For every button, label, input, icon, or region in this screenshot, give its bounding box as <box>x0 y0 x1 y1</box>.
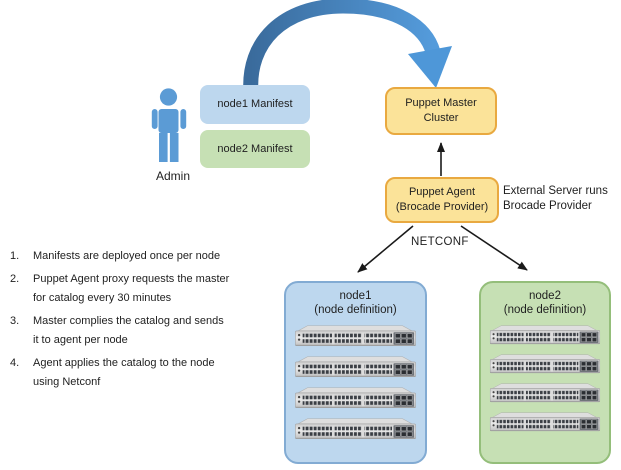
note-number: 4. <box>10 357 20 369</box>
node2-switch-stack <box>488 325 602 433</box>
node1-subtitle: (node definition) <box>314 304 397 316</box>
note-item: 4. Agent applies the catalog to the node… <box>10 354 300 392</box>
rack-switch-image <box>295 356 416 378</box>
rack-switch-image <box>489 412 601 432</box>
process-notes: 1. Manifests are deployed once per node … <box>10 247 300 396</box>
note-text: Puppet Agent proxy requests the master f… <box>33 273 230 304</box>
rack-switch-image <box>489 325 601 345</box>
rack-switch-image <box>295 418 416 440</box>
note-number: 1. <box>10 250 20 262</box>
note-text: Manifests are deployed once per node <box>33 250 221 262</box>
puppet-master-label: Puppet Master Cluster <box>405 97 477 124</box>
note-item: 3. Master complies the catalog and sends… <box>10 312 300 350</box>
netconf-label: NETCONF <box>411 236 469 248</box>
note-item: 1. Manifests are deployed once per node <box>10 247 300 266</box>
note-item: 2. Puppet Agent proxy requests the maste… <box>10 270 300 308</box>
external-server-note: External Server runs Brocade Provider <box>503 185 608 212</box>
note-text: Agent applies the catalog to the node us… <box>33 357 215 388</box>
rack-switch-image <box>489 383 601 403</box>
note-number: 2. <box>10 273 20 285</box>
node1-title: node1 <box>339 290 372 302</box>
rack-switch-image <box>295 387 416 409</box>
node2-manifest-label: node2 Manifest <box>217 142 293 155</box>
node1-box: node1 (node definition) <box>284 281 427 464</box>
puppet-agent-label: Puppet Agent (Brocade Provider) <box>395 186 489 213</box>
rack-switch-image <box>295 325 416 346</box>
node1-manifest-label: node1 Manifest <box>217 98 293 110</box>
note-number: 3. <box>10 315 20 327</box>
node2-manifest-box: node2 Manifest <box>200 130 310 168</box>
node2-title: node2 <box>529 290 561 302</box>
curved-arrow-icon <box>243 0 452 94</box>
admin-person-icon <box>151 88 187 163</box>
node2-box: node2 (node definition) <box>479 281 611 464</box>
agent-to-node2-arrow <box>460 225 528 271</box>
puppet-agent-box: Puppet Agent (Brocade Provider) <box>385 177 499 223</box>
rack-switch-image <box>489 354 601 374</box>
agent-to-node1-arrow <box>357 225 414 273</box>
admin-label: Admin <box>155 169 190 183</box>
puppet-master-box: Puppet Master Cluster <box>385 87 497 135</box>
node1-manifest-box: node1 Manifest <box>200 85 310 124</box>
node1-switch-stack <box>293 325 418 441</box>
node2-subtitle: (node definition) <box>503 304 587 316</box>
note-text: Master complies the catalog and sends it… <box>33 315 224 346</box>
